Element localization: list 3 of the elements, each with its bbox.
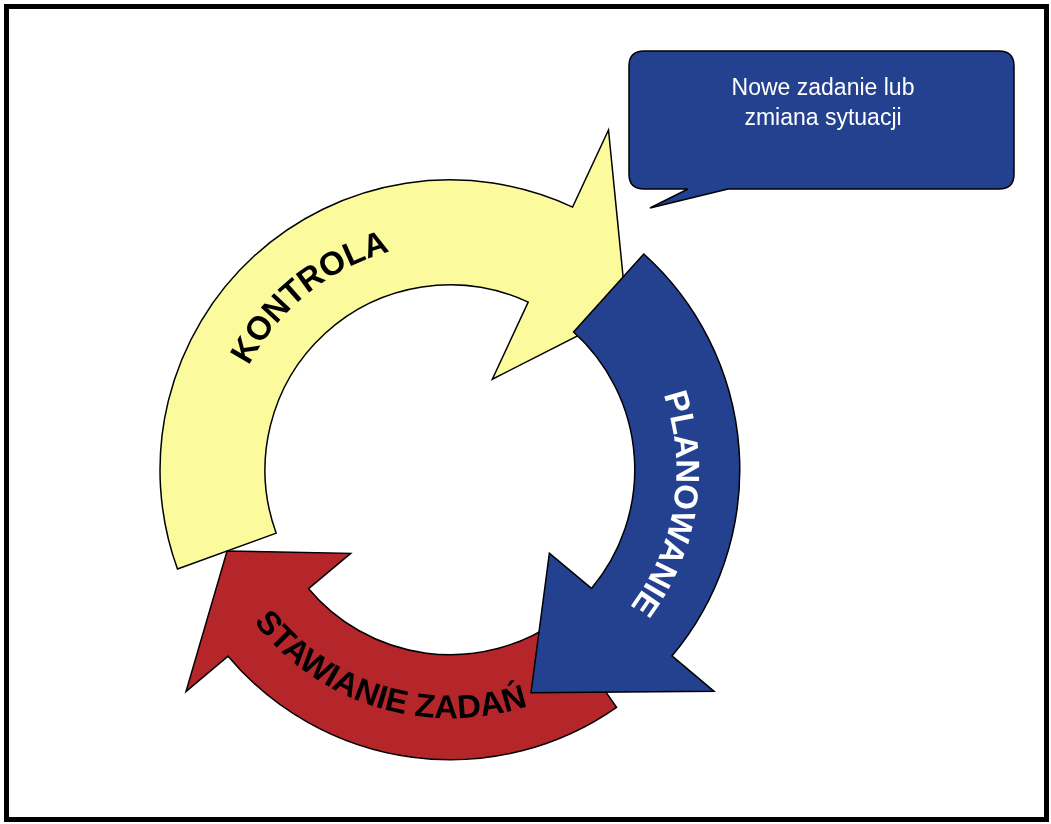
speech-bubble [628, 50, 1015, 209]
cycle-segment [530, 253, 741, 694]
callout-text: Nowe zadanie lub zmiana sytuacji [730, 73, 916, 132]
